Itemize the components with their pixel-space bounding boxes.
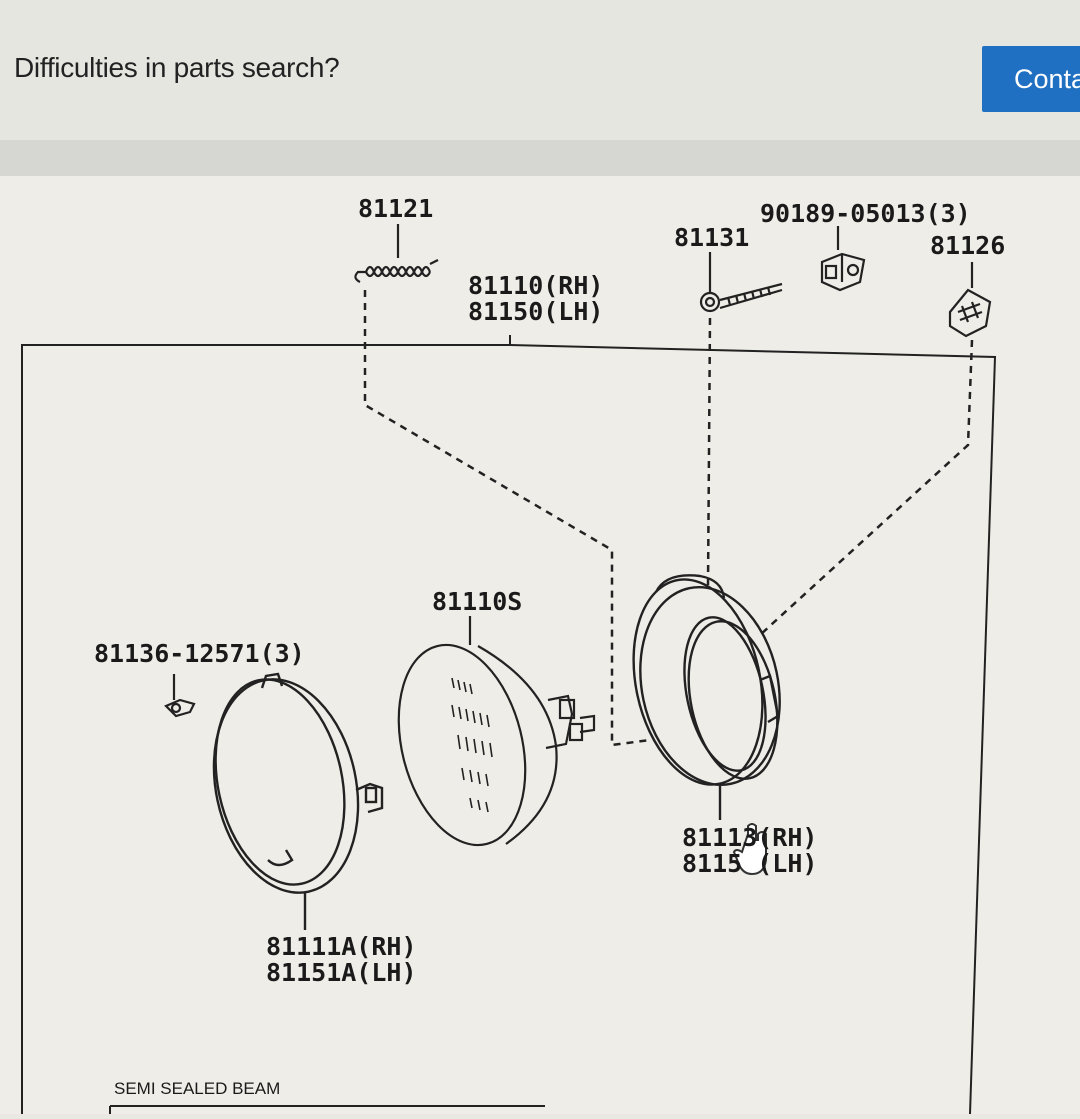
parts-diagram: 81121 90189-05013(3) 81131 81126 81110(R… — [0, 176, 1080, 1115]
top-bar: Difficulties in parts search? Conta — [0, 0, 1080, 140]
retaining-ring-81111a — [212, 672, 384, 930]
label-81150-lh[interactable]: 81150(LH) — [468, 297, 603, 326]
screw-part-81136 — [164, 674, 196, 718]
sealed-beam-bulb-81110s — [397, 616, 596, 847]
contact-button[interactable]: Conta — [982, 46, 1080, 112]
section-divider-strip — [0, 140, 1080, 176]
label-81153-lh[interactable]: 8115 (LH) — [682, 849, 817, 878]
label-81113-rh[interactable]: 81113(RH) — [682, 823, 817, 852]
spring-part-81121 — [354, 224, 439, 283]
label-81110s[interactable]: 81110S — [432, 587, 522, 616]
headlamp-housing-81113 — [632, 574, 781, 820]
assembly-frame — [21, 335, 997, 1115]
label-81136-12571[interactable]: 81136-12571(3) — [94, 639, 305, 668]
nut-part-90189 — [820, 226, 866, 292]
label-90189-05013[interactable]: 90189-05013(3) — [760, 199, 971, 228]
caption-semi-sealed-beam: SEMI SEALED BEAM — [114, 1079, 280, 1098]
label-81110-rh[interactable]: 81110(RH) — [468, 271, 603, 300]
hand-cursor-icon — [732, 823, 767, 876]
parts-diagram-svg: 81121 90189-05013(3) 81131 81126 81110(R… — [21, 194, 1005, 1115]
parts-search-help-text: Difficulties in parts search? — [14, 52, 340, 83]
clip-part-81126 — [948, 262, 992, 338]
screw-part-81131 — [699, 252, 783, 313]
label-81111a-rh[interactable]: 81111A(RH) — [266, 932, 417, 961]
dashed-leaders — [363, 290, 974, 747]
label-81126[interactable]: 81126 — [930, 231, 1005, 260]
label-81151a-lh[interactable]: 81151A(LH) — [266, 958, 417, 987]
label-81121[interactable]: 81121 — [358, 194, 433, 223]
label-81131[interactable]: 81131 — [674, 223, 749, 252]
